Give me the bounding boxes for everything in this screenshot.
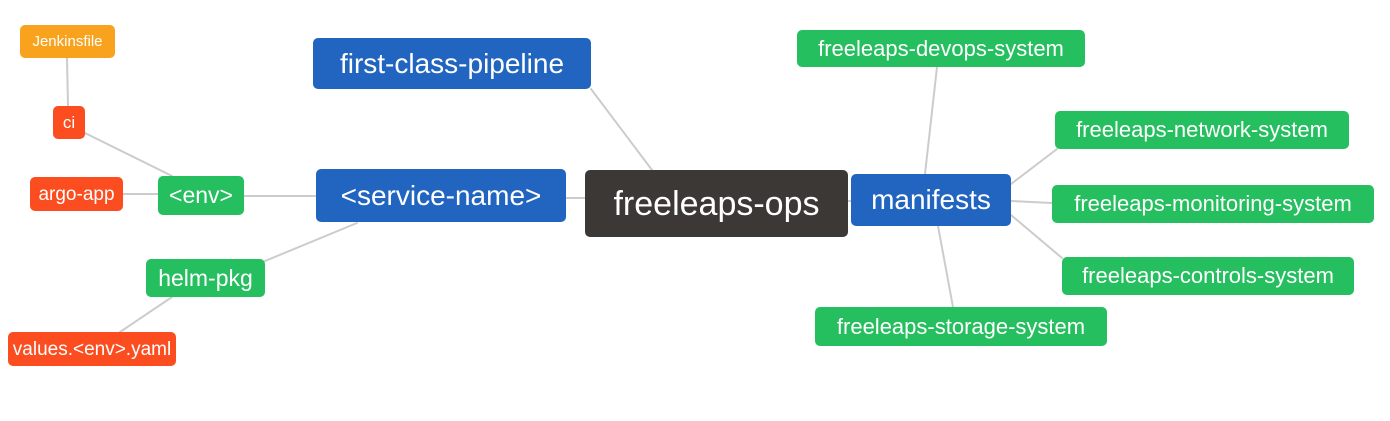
edge-helm-pkg-service-name	[264, 222, 358, 262]
node-manifests[interactable]: manifests	[851, 174, 1011, 226]
node-freeleaps-devops-system[interactable]: freeleaps-devops-system	[797, 30, 1085, 67]
node-first-class-pipeline[interactable]: first-class-pipeline	[313, 38, 591, 89]
node-argo-app[interactable]: argo-app	[30, 177, 123, 211]
edge-manifests-monitoring-system	[1010, 200, 1053, 204]
node-freeleaps-monitoring-system[interactable]: freeleaps-monitoring-system	[1052, 185, 1374, 223]
edge-manifests-storage-system	[937, 225, 954, 308]
node-service-name[interactable]: <service-name>	[316, 169, 566, 222]
edge-manifests-network-system	[1010, 148, 1058, 185]
edge-manifests-devops-system	[924, 66, 938, 175]
node-ci[interactable]: ci	[53, 106, 85, 139]
node-freeleaps-network-system[interactable]: freeleaps-network-system	[1055, 111, 1349, 149]
edge-helm-pkg-values-env-yaml	[119, 296, 173, 333]
node-freeleaps-ops[interactable]: freeleaps-ops	[585, 170, 848, 237]
node-freeleaps-storage-system[interactable]: freeleaps-storage-system	[815, 307, 1107, 346]
node-values-env-yaml[interactable]: values.<env>.yaml	[8, 332, 176, 366]
node-env[interactable]: <env>	[158, 176, 244, 215]
node-freeleaps-controls-system[interactable]: freeleaps-controls-system	[1062, 257, 1354, 295]
node-jenkinsfile[interactable]: Jenkinsfile	[20, 25, 115, 58]
edge-manifests-controls-system	[1010, 214, 1063, 259]
edge-first-class-pipeline-freeleaps-ops	[590, 88, 653, 171]
node-helm-pkg[interactable]: helm-pkg	[146, 259, 265, 297]
edge-jenkinsfile-ci	[66, 57, 69, 107]
edge-ci-env	[84, 132, 173, 177]
